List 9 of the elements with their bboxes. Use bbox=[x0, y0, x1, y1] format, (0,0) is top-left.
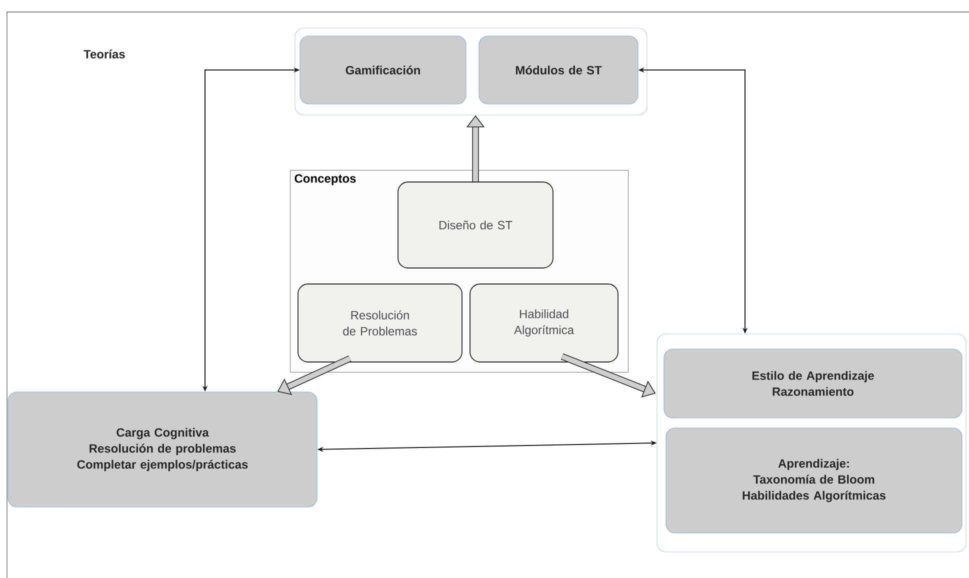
concept-box: Habilidad Algorítmica bbox=[470, 284, 618, 362]
topic-box: Módulos de ST bbox=[478, 36, 638, 104]
topic-box: Gamificación bbox=[300, 36, 466, 104]
concept-box: Diseño de ST bbox=[398, 182, 554, 268]
section-label: Teorías bbox=[84, 50, 125, 58]
topic-box: Aprendizaje: Taxonomía de Bloom Habilidades Algorítmicas bbox=[666, 428, 962, 534]
topic-box: Carga Cognitiva Resolución de problemas Completar ejemplos/prácticas bbox=[8, 392, 318, 508]
concept-box: Resolución de Problemas bbox=[298, 284, 462, 362]
topic-box: Estilo de Aprendizaje Razonamiento bbox=[664, 348, 962, 418]
